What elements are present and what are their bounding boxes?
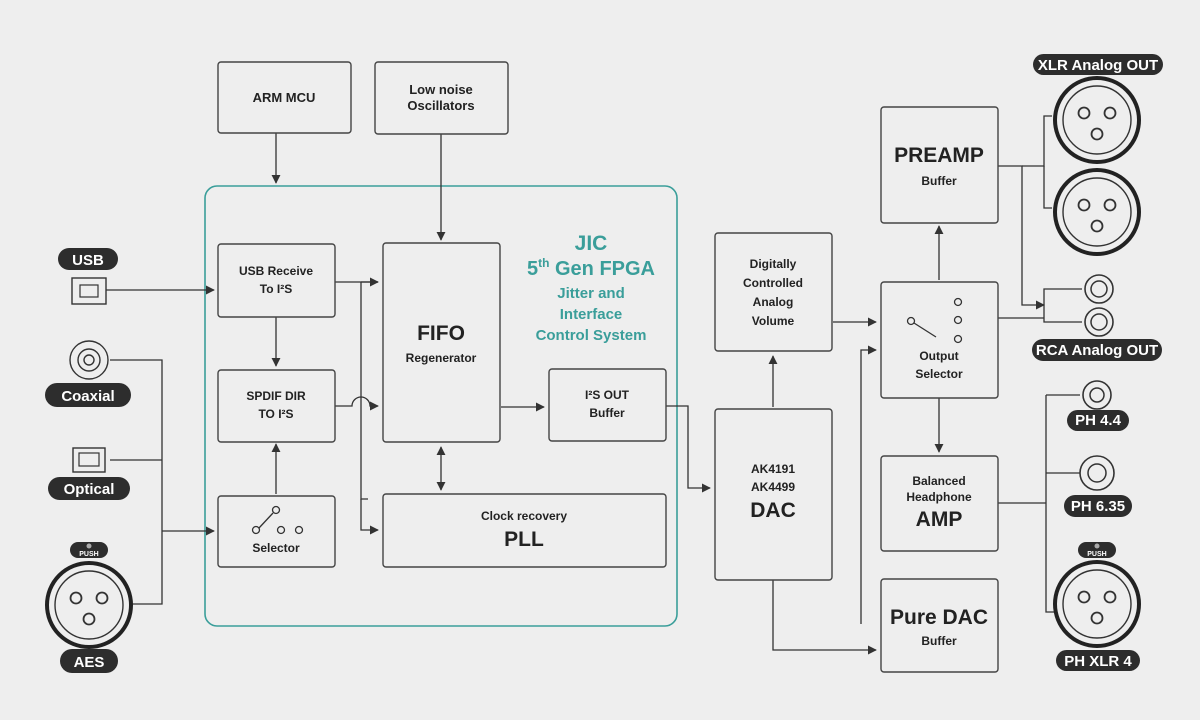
phxlr4-label: PH XLR 4	[1064, 653, 1132, 670]
dac-chip-2: AK4499	[751, 480, 795, 494]
aes-input: PUSH AES	[45, 542, 133, 673]
volume-label-2: Controlled	[743, 276, 803, 290]
ph635-jack-icon	[1079, 455, 1115, 491]
optical-label: Optical	[64, 481, 115, 498]
dac-label: DAC	[750, 499, 796, 522]
arm-mcu-label: ARM MCU	[253, 90, 316, 105]
aes-label: AES	[74, 654, 105, 671]
aes-xlr-icon	[45, 561, 133, 649]
output-switch-icon	[906, 297, 963, 344]
usb-receive-label-1: USB Receive	[239, 264, 313, 278]
ph44-output: PH 4.4	[1067, 380, 1129, 431]
oscillators-block	[374, 61, 509, 135]
hp-amp-label-1: Balanced	[912, 474, 965, 488]
preamp-sub-label: Buffer	[921, 174, 957, 188]
phxlr4-output: PUSH PH XLR 4	[1053, 542, 1141, 671]
selector-block	[217, 495, 336, 568]
usb-receive-label-2: To I²S	[260, 282, 292, 296]
ph635-label: PH 6.35	[1071, 498, 1125, 515]
phxlr4-push-label: PUSH	[1087, 551, 1106, 558]
usb-port-icon	[71, 277, 107, 305]
fpga-line-3: Jitter and	[557, 285, 625, 302]
connections	[105, 115, 1082, 655]
pll-block	[382, 493, 667, 568]
fpga-line-5: Control System	[536, 327, 647, 344]
fifo-label: FIFO	[417, 322, 465, 345]
dac-block	[714, 408, 833, 581]
ph44-label: PH 4.4	[1075, 412, 1122, 429]
coaxial-label: Coaxial	[61, 388, 114, 405]
phxlr4-connector-icon	[1053, 560, 1141, 648]
fpga-title: JIC 5th Gen FPGA Jitter and Interface Co…	[527, 232, 655, 344]
coaxial-jack-icon	[69, 340, 109, 380]
ph44-jack-icon	[1082, 380, 1112, 410]
rca-jack-icon-1	[1084, 274, 1114, 304]
fpga-line-2: 5th Gen FPGA	[527, 256, 655, 280]
xlr-connector-icon-2	[1053, 168, 1141, 256]
rca-output: RCA Analog OUT	[1032, 274, 1162, 361]
i2s-out-label-1: I²S OUT	[585, 388, 630, 402]
dac-chip-1: AK4191	[751, 462, 795, 476]
volume-label-3: Analog	[753, 295, 794, 309]
usb-label: USB	[72, 252, 104, 269]
fpga-line-4: Interface	[560, 306, 623, 323]
i2s-out-label-2: Buffer	[589, 406, 625, 420]
fifo-block	[382, 242, 501, 443]
output-selector-label-2: Selector	[915, 367, 963, 381]
optical-input: Optical	[48, 447, 130, 500]
usb-receive-block	[217, 243, 336, 318]
oscillators-label-2: Oscillators	[407, 98, 474, 113]
pll-label: PLL	[504, 528, 544, 551]
pure-dac-sub-label: Buffer	[921, 634, 957, 648]
rca-jack-icon-2	[1084, 307, 1114, 337]
selector-label: Selector	[252, 541, 300, 555]
i2s-out-block	[548, 368, 667, 442]
xlr-out-label: XLR Analog OUT	[1038, 57, 1158, 74]
headphone-amp-block	[880, 455, 999, 552]
aes-push-label: PUSH	[79, 551, 98, 558]
fifo-sub-label: Regenerator	[406, 351, 477, 365]
output-selector-label-1: Output	[919, 349, 958, 363]
ph635-output: PH 6.35	[1064, 455, 1132, 517]
pll-sub-label: Clock recovery	[481, 509, 567, 523]
hp-amp-label-2: Headphone	[906, 490, 972, 504]
pure-dac-label: Pure DAC	[890, 606, 988, 629]
switch-icon	[251, 505, 304, 535]
preamp-block	[880, 106, 999, 224]
output-selector-block	[880, 281, 999, 399]
volume-label-4: Volume	[752, 314, 795, 328]
hp-amp-big-label: AMP	[916, 508, 963, 531]
spdif-dir-label-1: SPDIF DIR	[246, 389, 306, 403]
xlr-connector-icon-1	[1053, 76, 1141, 164]
arm-mcu-block	[217, 61, 352, 134]
volume-block	[714, 232, 833, 352]
volume-label-1: Digitally	[750, 257, 797, 271]
oscillators-label-1: Low noise	[409, 82, 473, 97]
spdif-dir-label-2: TO I²S	[258, 407, 293, 421]
rca-out-label: RCA Analog OUT	[1036, 342, 1158, 359]
spdif-dir-block	[217, 369, 336, 443]
usb-input: USB	[58, 248, 118, 305]
fpga-line-1: JIC	[575, 232, 608, 255]
preamp-label: PREAMP	[894, 144, 984, 167]
optical-port-icon	[72, 447, 106, 473]
xlr-output: XLR Analog OUT	[1033, 54, 1163, 256]
pure-dac-block	[880, 578, 999, 673]
coaxial-input: Coaxial	[45, 340, 131, 407]
